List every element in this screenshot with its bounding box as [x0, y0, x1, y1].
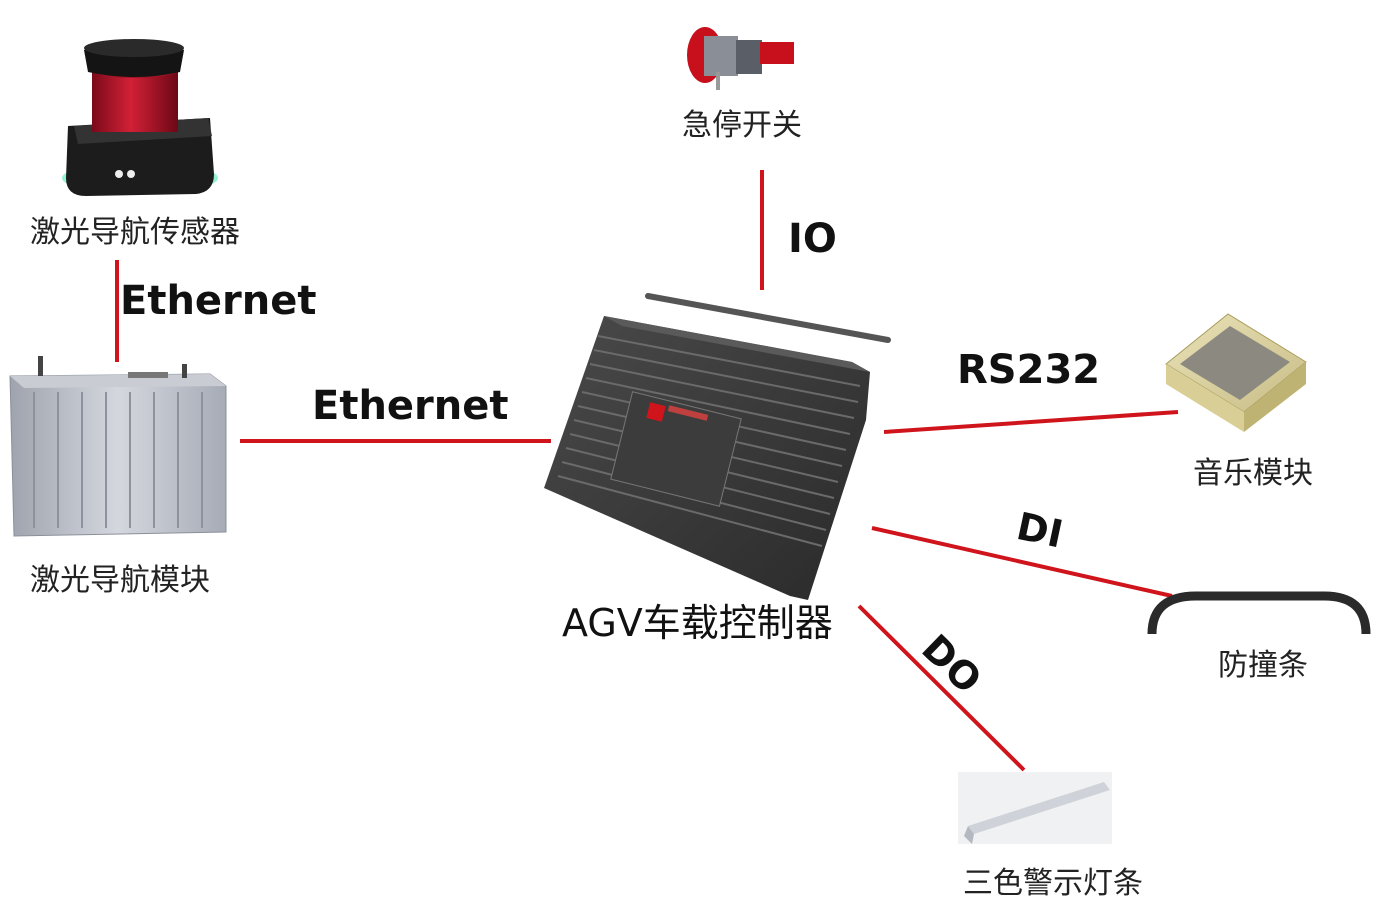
light-strip-image [958, 772, 1112, 844]
bumper-label: 防撞条 [1218, 648, 1308, 683]
bumper-image [1147, 591, 1371, 635]
music-module-label: 音乐模块 [1193, 456, 1313, 491]
protocol-label-ethernet-vertical: Ethernet [120, 278, 317, 324]
link-controller-light [857, 604, 1026, 772]
connection-lines [115, 170, 1179, 772]
protocol-label-di: DI [1012, 504, 1067, 557]
light-strip-label: 三色警示灯条 [963, 866, 1143, 901]
music-module-image [1165, 313, 1307, 432]
controller-label: AGV车载控制器 [562, 601, 833, 645]
link-controller-music [883, 410, 1179, 434]
laser-sensor-image [62, 39, 218, 196]
controller-image [544, 293, 891, 600]
protocol-label-io: IO [788, 216, 837, 262]
laser-sensor-label: 激光导航传感器 [30, 215, 240, 250]
link-controller-bumper [871, 526, 1173, 598]
estop-label: 急停开关 [682, 108, 802, 143]
estop-image [687, 27, 794, 90]
laser-module-image [9, 356, 227, 537]
laser-module-label: 激光导航模块 [30, 563, 210, 598]
protocol-label-rs232: RS232 [957, 347, 1101, 393]
protocol-label-ethernet-horizontal: Ethernet [312, 383, 509, 429]
